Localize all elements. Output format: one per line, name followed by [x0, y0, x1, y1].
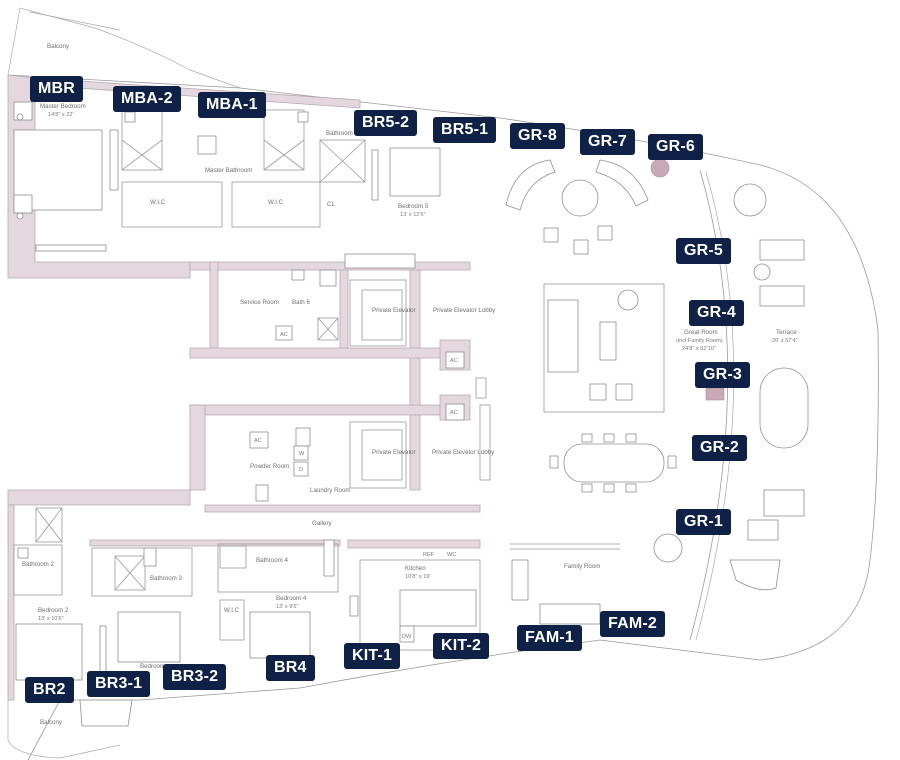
wic-left-label: W.I.C	[150, 199, 166, 206]
bedroom4-label: Bedroom 4	[276, 595, 307, 602]
tag-fam-2[interactable]: FAM-2	[600, 611, 665, 637]
powder-room-label: Powder Room	[250, 463, 289, 470]
kitchen-label: Kitchen	[405, 565, 426, 572]
bedroom2-label: Bedroom 2	[38, 607, 69, 614]
wic-right-label: W.I.C	[268, 199, 284, 206]
tag-gr-6[interactable]: GR-6	[648, 134, 704, 160]
tag-gr-4[interactable]: GR-4	[689, 300, 745, 326]
cl-label: CL	[327, 201, 335, 208]
private-elevator-lobby-1-label: Private Elevator Lobby	[433, 307, 496, 314]
tag-gr-5[interactable]: GR-5	[676, 238, 732, 264]
private-elevator-lobby-2-label: Private Elevator Lobby	[432, 449, 495, 456]
balcony-top-outline	[7, 7, 241, 89]
bathroom5-label: Bathroom	[326, 130, 353, 137]
bedroom2-dim: 13' x 10'6"	[38, 616, 64, 622]
tag-gr-7[interactable]: GR-7	[580, 129, 636, 155]
tag-br5-2[interactable]: BR5-2	[354, 110, 418, 136]
ac2-label: AC	[450, 358, 458, 364]
great-room-label: Great Room	[684, 329, 718, 336]
ac4-label: AC	[254, 438, 262, 444]
tag-br2[interactable]: BR2	[25, 677, 74, 703]
tag-kit-1[interactable]: KIT-1	[344, 643, 401, 669]
washer-label: W	[299, 451, 305, 457]
tag-br3-2[interactable]: BR3-2	[163, 664, 227, 690]
tag-kit-2[interactable]: KIT-2	[433, 633, 490, 659]
dw-label: DW	[402, 634, 412, 640]
terrace-dim: 20' x 57'4"	[772, 338, 798, 344]
bathroom3-label: Bathroom 3	[150, 575, 183, 582]
terrace-label: Terrace	[776, 329, 797, 336]
kitchen-dim: 10'8" x 19'	[405, 574, 431, 580]
bathroom4-label: Bathroom 4	[256, 557, 289, 564]
ac3-label: AC	[450, 410, 458, 416]
great-room-dim: 24'8" x 62'10"	[682, 346, 716, 352]
balcony-bottom-label: Balcony	[40, 719, 63, 726]
bedroom5-dim: 13' x 12'6"	[400, 212, 426, 218]
family-room-label: Family Room	[564, 563, 600, 570]
exterior-outline	[7, 74, 879, 760]
great-room-sub: (incl Family Room)	[676, 338, 723, 344]
bedroom5-label: Bedroom 5	[398, 203, 429, 210]
ac1-label: AC	[280, 332, 288, 338]
tag-mba-1[interactable]: MBA-1	[198, 92, 266, 118]
wc-label: WC	[447, 552, 456, 558]
wic-br4-label: W.I.C	[224, 607, 240, 614]
master-bedroom-dim: 14'8" x 22'	[48, 112, 74, 118]
gallery-label: Gallery	[312, 520, 333, 527]
tag-mbr[interactable]: MBR	[30, 76, 84, 102]
ref-label: REF	[423, 552, 435, 558]
service-room-label: Service Room	[240, 299, 279, 306]
dryer-label: D	[299, 467, 303, 473]
master-bathroom-label: Master Bathroom	[205, 167, 252, 174]
laundry-room-label: Laundry Room	[310, 487, 351, 494]
tag-gr-1[interactable]: GR-1	[676, 509, 732, 535]
tag-br5-1[interactable]: BR5-1	[433, 117, 497, 143]
bedroom3-label: Bedroom	[140, 663, 165, 670]
private-elevator-1-label: Private Elevator	[372, 307, 416, 314]
tag-gr-2[interactable]: GR-2	[692, 435, 748, 461]
tag-br3-1[interactable]: BR3-1	[87, 671, 151, 697]
bathroom2-label: Bathroom 2	[22, 561, 55, 568]
bath6-label: Bath 6	[292, 299, 310, 306]
master-bedroom-label: Master Bedroom	[40, 103, 86, 110]
tag-mba-2[interactable]: MBA-2	[113, 86, 181, 112]
balcony-top-label: Balcony	[47, 43, 70, 50]
tag-gr-8[interactable]: GR-8	[510, 123, 566, 149]
private-elevator-2-label: Private Elevator	[372, 449, 416, 456]
tag-fam-1[interactable]: FAM-1	[517, 625, 582, 651]
tag-gr-3[interactable]: GR-3	[695, 362, 751, 388]
bedroom4-dim: 13' x 9'6"	[276, 604, 298, 610]
tag-br4[interactable]: BR4	[266, 655, 315, 681]
